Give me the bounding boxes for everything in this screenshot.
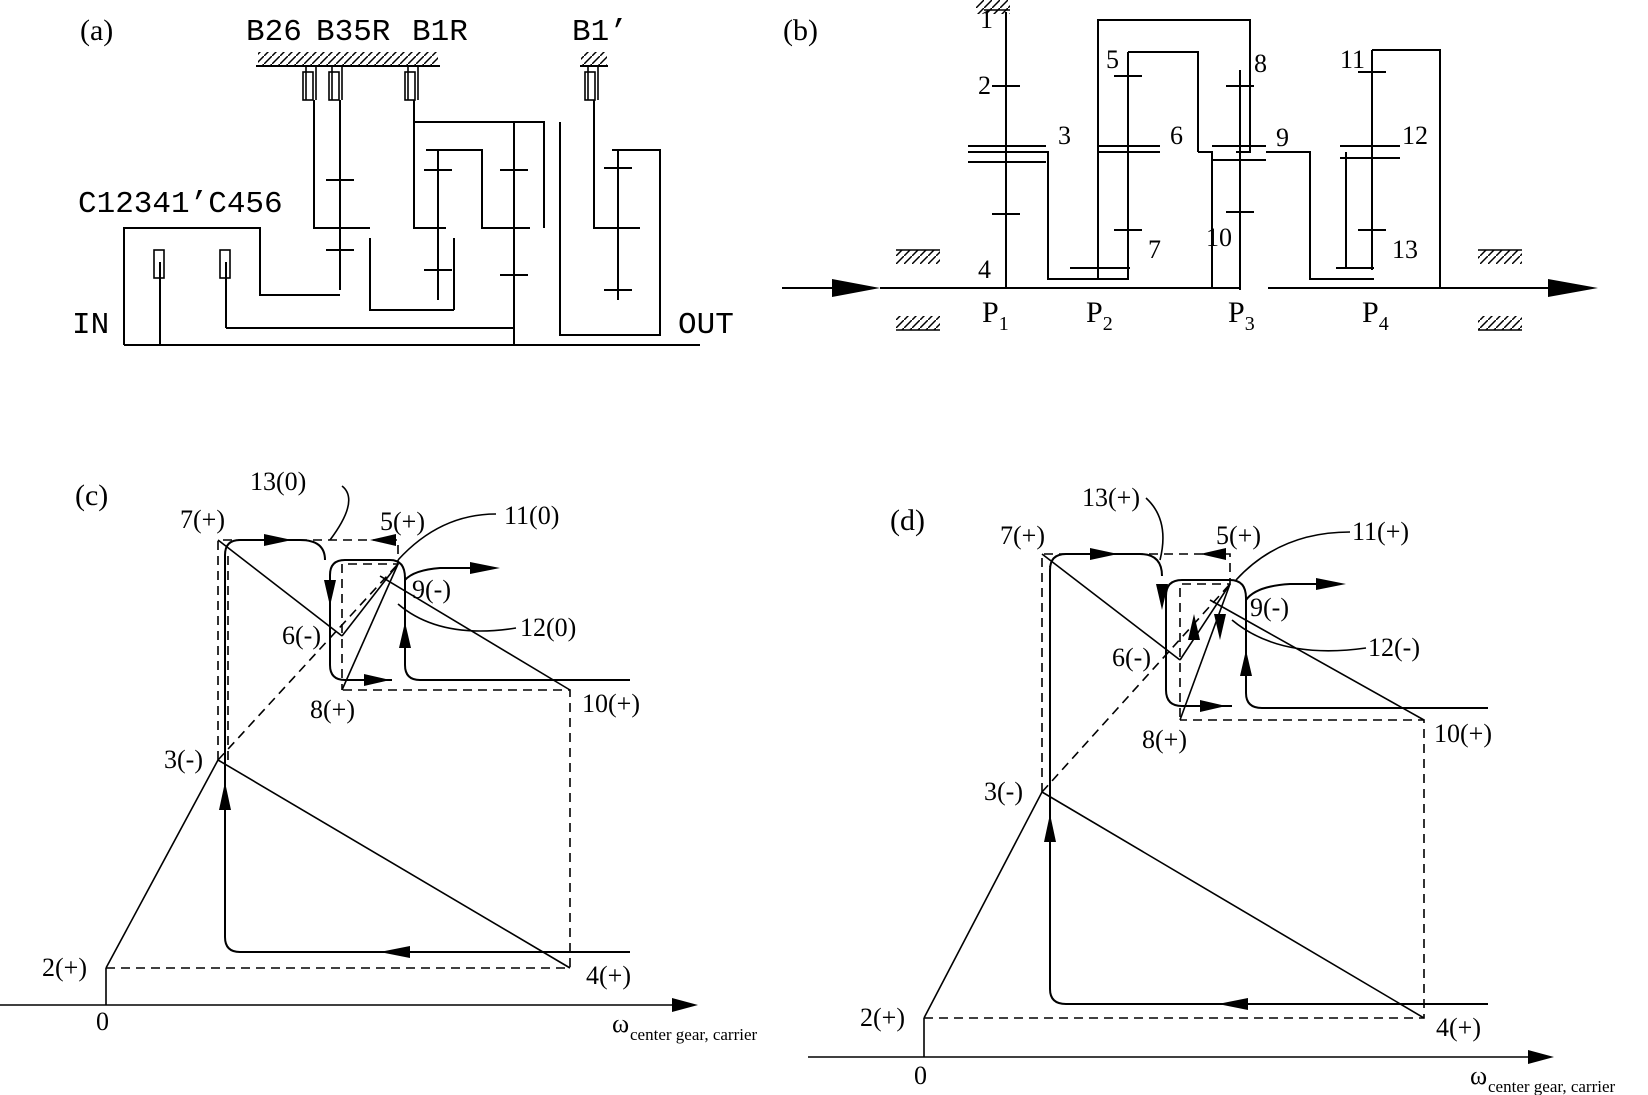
- node-d-4: 4(+): [1436, 1013, 1481, 1042]
- brake-b26-label: B26: [246, 15, 302, 50]
- planet-labels: P1 P2 P3 P4: [982, 296, 1389, 335]
- ground-hatches-b: [896, 0, 1522, 331]
- node-d-13: 13(+): [1082, 483, 1140, 512]
- origin-d-label: 0: [914, 1061, 927, 1090]
- panel-b-stick-diagram: (b): [782, 0, 1598, 335]
- planetary-set-p1: [968, 12, 1160, 288]
- svg-text:P3: P3: [1228, 296, 1255, 335]
- axis-d-sub: center gear, carrier: [1488, 1077, 1616, 1095]
- node-c-13: 13(0): [250, 467, 306, 496]
- gear-7-label: 7: [1148, 235, 1161, 264]
- gear-10-label: 10: [1206, 223, 1232, 252]
- axis-d-arrow: [1528, 1050, 1554, 1064]
- panel-c-lever-diagram: (c) 0 ω center gear, carrier: [0, 467, 758, 1044]
- gear-1-label: 1: [980, 5, 993, 34]
- panel-a-schematic: (a) B26 B35R B1R B1’ C12341’C456 IN OUT: [72, 14, 734, 346]
- svg-text:P1: P1: [982, 296, 1009, 335]
- axis-d-label: ω: [1470, 1061, 1487, 1090]
- gear-5-label: 5: [1106, 45, 1119, 74]
- gear-4-label: 4: [978, 255, 991, 284]
- axis-c-sub: center gear, carrier: [630, 1025, 758, 1044]
- planetary-set-p2: [1070, 19, 1251, 279]
- node-d-12: 12(-): [1368, 633, 1420, 662]
- planet-p2-label: P: [1086, 296, 1103, 329]
- clutch-label: C12341’C456: [78, 187, 283, 222]
- input-arrow: [832, 279, 880, 297]
- axis-c-arrow: [672, 998, 698, 1012]
- brake-b1-prime-label: B1’: [572, 15, 628, 50]
- gear-2-label: 2: [978, 71, 991, 100]
- axis-c-label: ω: [612, 1009, 629, 1038]
- node-d-11: 11(+): [1352, 517, 1409, 546]
- node-d-6: 6(-): [1112, 643, 1151, 672]
- gear-11-label: 11: [1340, 45, 1365, 74]
- output-arrow: [1548, 279, 1598, 297]
- planet-p1-label: P: [982, 296, 999, 329]
- node-c-11: 11(0): [504, 501, 559, 530]
- svg-text:P2: P2: [1086, 296, 1113, 335]
- panel-a-label: (a): [80, 14, 113, 47]
- node-c-10: 10(+): [582, 689, 640, 718]
- origin-c-label: 0: [96, 1007, 109, 1036]
- node-d-2: 2(+): [860, 1003, 905, 1032]
- node-c-3: 3(-): [164, 745, 203, 774]
- node-d-3: 3(-): [984, 777, 1023, 806]
- planet-p4-label: P: [1362, 296, 1379, 329]
- ground-hatch-top: [256, 52, 608, 67]
- output-label: OUT: [678, 308, 734, 343]
- node-c-5: 5(+): [380, 507, 425, 536]
- node-d-8: 8(+): [1142, 725, 1187, 754]
- gear-3-label: 3: [1058, 121, 1071, 150]
- planetary-set-p4: [1268, 49, 1441, 289]
- node-c-9: 9(-): [412, 575, 451, 604]
- node-c-8: 8(+): [310, 695, 355, 724]
- panel-b-label: (b): [783, 14, 818, 47]
- brake-symbols: [302, 66, 599, 101]
- gear-13-label: 13: [1392, 235, 1418, 264]
- svg-text:P4: P4: [1362, 296, 1389, 335]
- node-c-4: 4(+): [586, 961, 631, 990]
- node-c-6: 6(-): [282, 621, 321, 650]
- planetary-set-p3: [1006, 70, 1374, 290]
- planet-p3-label: P: [1228, 296, 1245, 329]
- input-label: IN: [72, 308, 109, 343]
- panel-d-lever-diagram: (d) 0 ω center gear, carrier: [808, 483, 1616, 1095]
- node-d-10: 10(+): [1434, 719, 1492, 748]
- node-c-12: 12(0): [520, 613, 576, 642]
- gear-12-label: 12: [1402, 121, 1428, 150]
- panel-c-label: (c): [75, 479, 108, 512]
- node-d-5: 5(+): [1216, 521, 1261, 550]
- node-d-7: 7(+): [1000, 521, 1045, 550]
- brake-b35r-label: B35R: [316, 15, 390, 50]
- node-d-9: 9(-): [1250, 593, 1289, 622]
- gear-6-label: 6: [1170, 121, 1183, 150]
- node-c-2: 2(+): [42, 953, 87, 982]
- node-c-7: 7(+): [180, 505, 225, 534]
- brake-b1r-label: B1R: [412, 15, 468, 50]
- panel-d-label: (d): [890, 504, 925, 537]
- gear-8-label: 8: [1254, 49, 1267, 78]
- gear-train-a: [123, 100, 700, 346]
- gear-9-label: 9: [1276, 123, 1289, 152]
